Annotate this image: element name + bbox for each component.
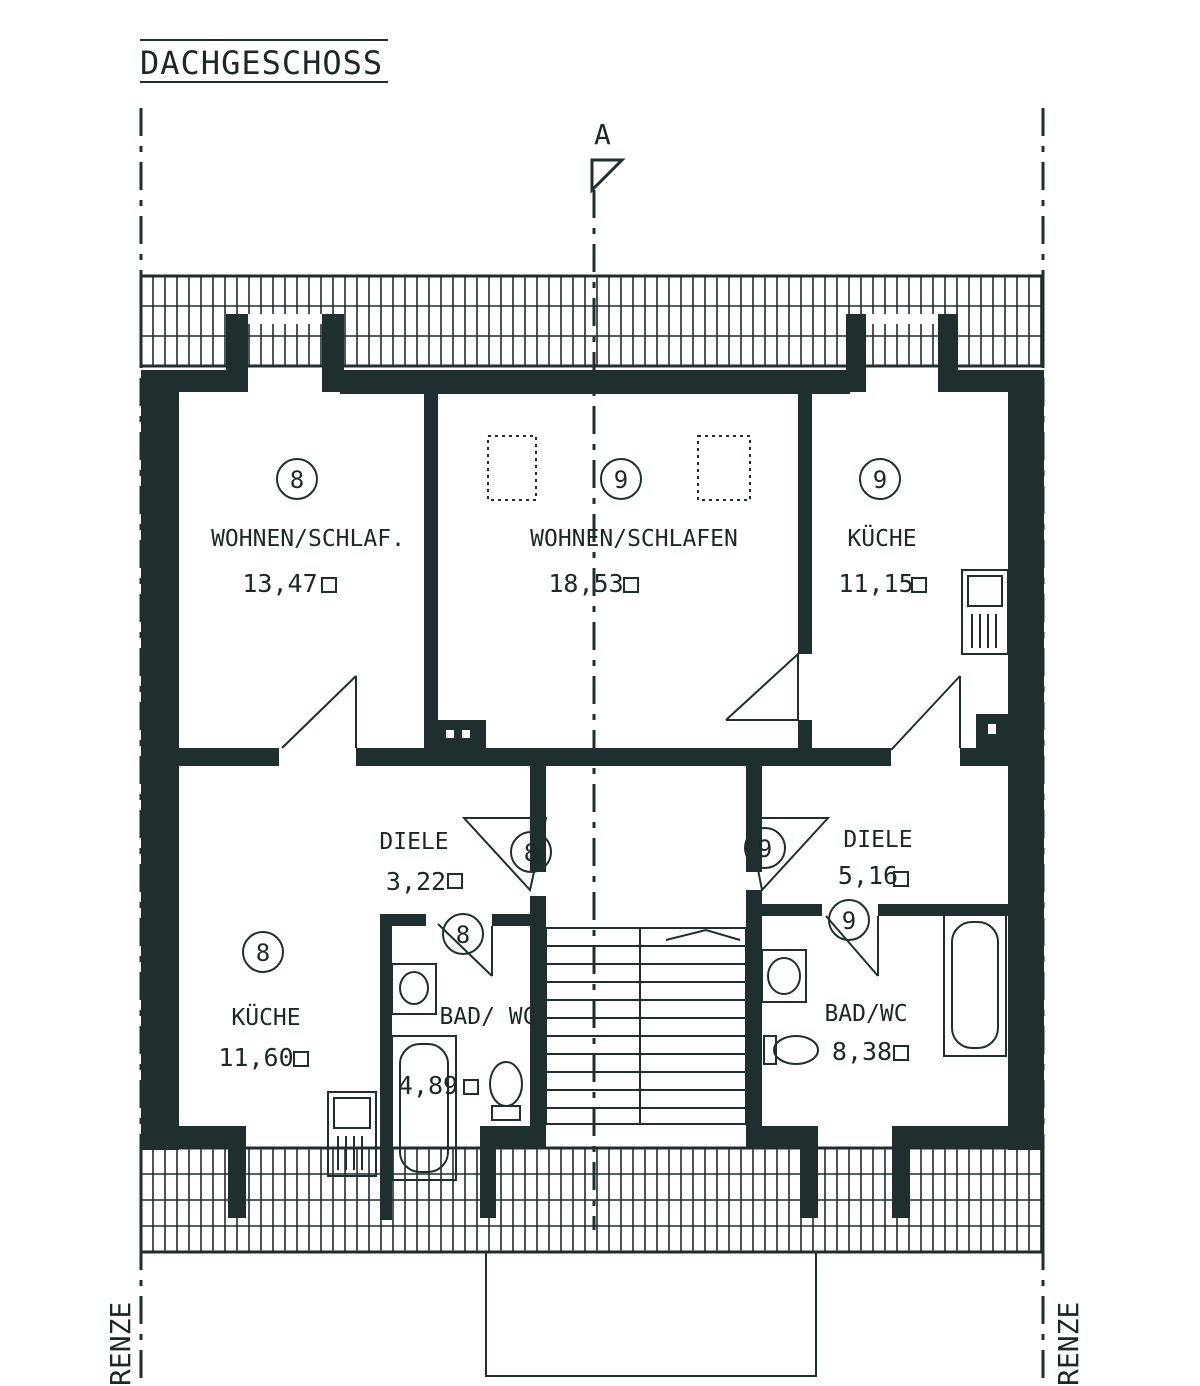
unit-markers [242,458,901,973]
entrance-number: 8 [524,839,538,867]
entrance-number: 9 [758,835,772,863]
toilet-icon [489,1061,523,1107]
bathtub-icon [943,913,1007,1057]
room-name: DIELE [843,827,912,853]
room-area: 8,38 [832,1037,892,1066]
porch-outline [485,1251,817,1377]
room-name: WOHNEN/SCHLAF. [211,526,405,552]
unit-number: 9 [614,466,628,494]
kitchen-sink-icon [327,1091,377,1177]
section-arrow-icon [590,158,626,194]
staircase [545,927,747,1125]
skylight-outline [487,435,537,501]
area-unit-symbols [293,577,927,1095]
unit-number: 9 [842,907,856,935]
unit-number: 8 [290,466,304,494]
room-name: KÜCHE [847,524,916,552]
room-name: WOHNEN/SCHLAFEN [530,526,738,552]
door-swings [281,651,961,977]
entrance-triangle-9 [746,817,831,893]
skylight-outline [697,435,751,501]
room-area: 13,47 [242,569,317,598]
boundary-label-left: RENZE [104,1302,137,1386]
bathtub-icon [391,1035,457,1181]
washbasin-icon [761,949,807,1003]
room-name: BAD/WC [824,1001,907,1027]
room-name: DIELE [379,829,448,855]
walls [141,314,1044,1220]
plan-title: DACHGESCHOSS [140,44,383,82]
unit-number: 8 [256,939,270,967]
toilet-icon [773,1035,819,1065]
section-marker-label: A [594,118,611,151]
room-area: 3,22 [386,867,446,896]
washbasin-icon [391,963,437,1015]
room-area: 11,15 [838,569,913,598]
room-area: 18,53 [548,569,623,598]
room-area: 5,16 [838,861,898,890]
kitchen-sink-icon [961,569,1009,655]
unit-number: 9 [873,466,887,494]
room-name: KÜCHE [231,1003,300,1031]
room-area: 4,89 [398,1071,458,1100]
room-name: BAD/ WC [440,1004,537,1030]
room-area: 11,60 [218,1043,293,1072]
unit-number: 8 [456,921,470,949]
entrance-triangle-8 [461,817,548,893]
boundary-label-right: RENZE [1052,1302,1085,1386]
